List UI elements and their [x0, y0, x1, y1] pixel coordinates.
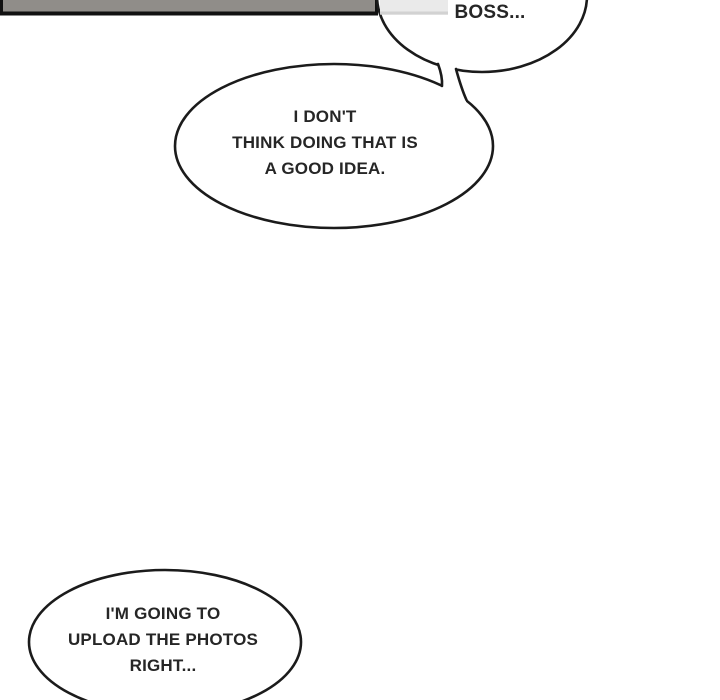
speech-bubble-upload-shape — [27, 568, 303, 700]
speech-text-upload: I'M GOING TO UPLOAD THE PHOTOS RIGHT... — [67, 604, 259, 675]
bubble-link-eraser-bottom — [441, 82, 466, 105]
bubble-link-left-wall — [436, 62, 444, 88]
panel-strip — [380, 0, 448, 12]
speech-text-dont-think: I DON'T THINK DOING THAT IS A GOOD IDEA. — [232, 107, 418, 178]
panel-strip-edge — [380, 11, 448, 15]
top-panel-image — [3, 0, 375, 12]
bubble-link-right-wall — [454, 67, 468, 102]
bubble-link-eraser-top — [438, 57, 456, 72]
speech-bubble-boss-shape — [375, 0, 589, 74]
speech-text-boss: BOSS... — [454, 2, 526, 23]
speech-bubble-main-shape — [173, 62, 495, 230]
